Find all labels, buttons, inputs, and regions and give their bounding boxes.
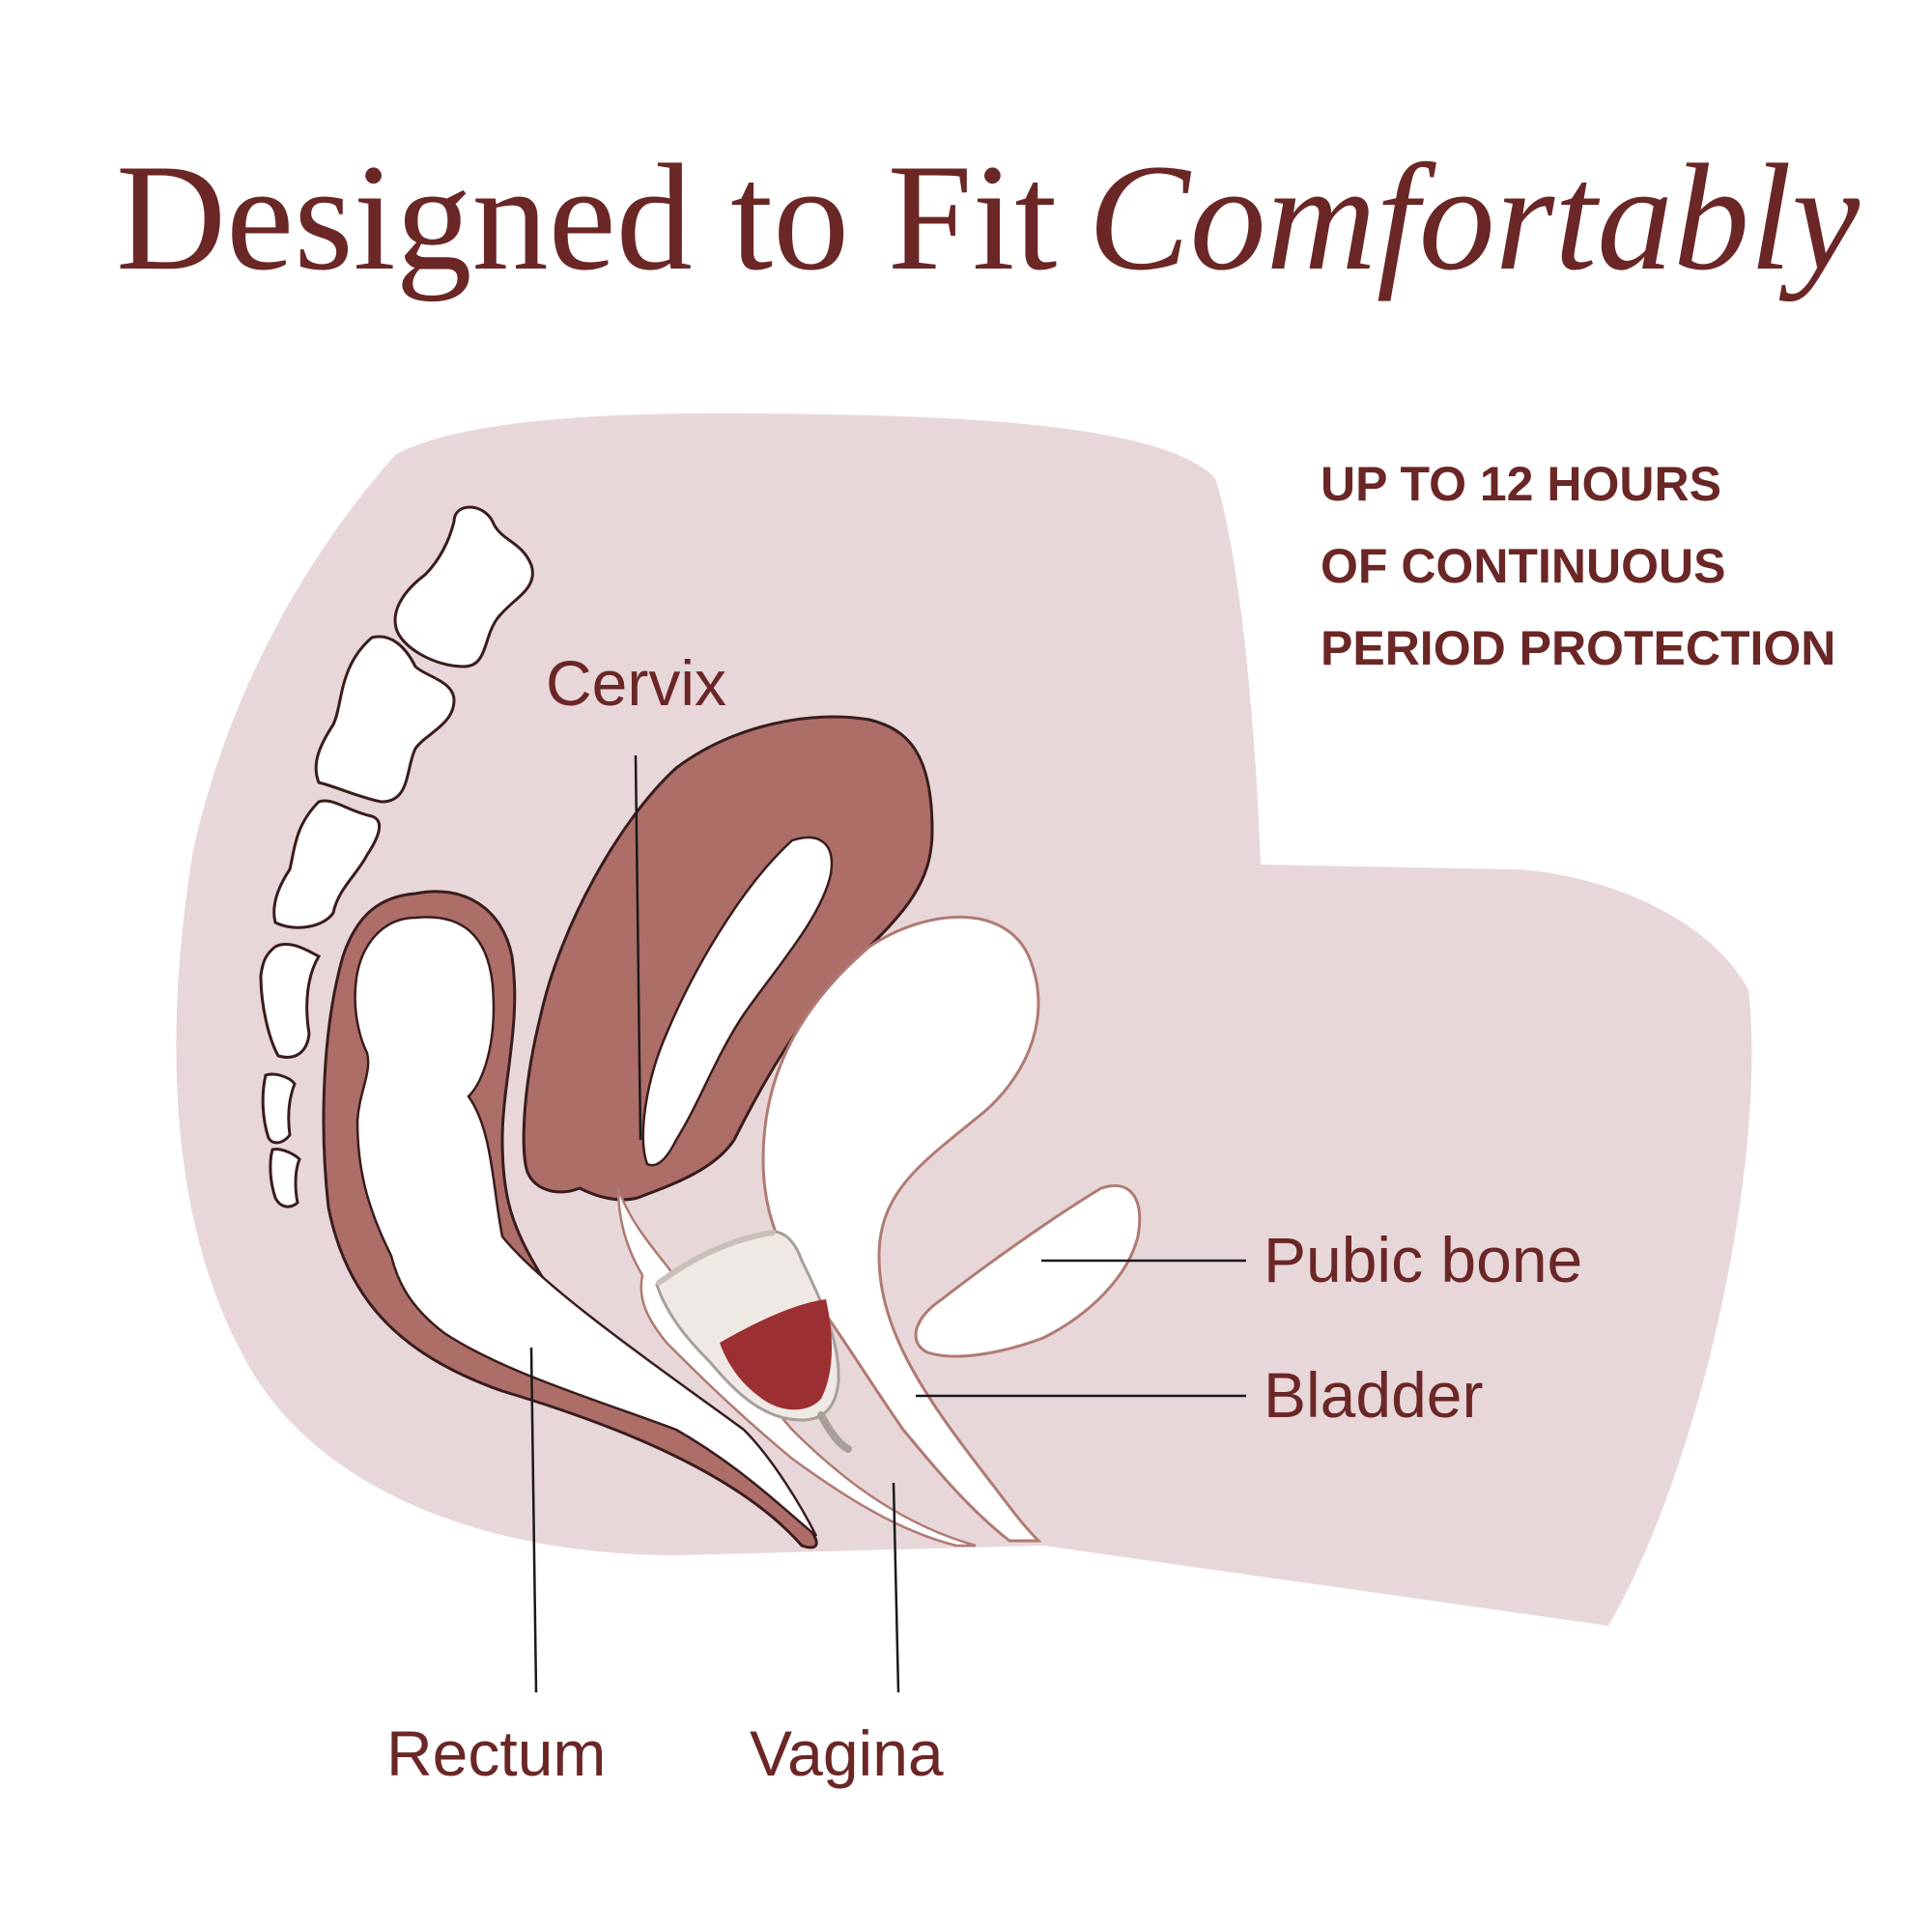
label-cervix: Cervix bbox=[546, 647, 726, 719]
tagline: UP TO 12 HOURS OF CONTINUOUS PERIOD PROT… bbox=[1321, 457, 1835, 675]
pubic-bone bbox=[914, 1184, 1142, 1358]
tagline-line-3: PERIOD PROTECTION bbox=[1321, 621, 1835, 675]
cup-rim bbox=[656, 1230, 776, 1286]
rectum-leader bbox=[529, 1347, 538, 1693]
label-bladder: Bladder bbox=[1264, 1359, 1484, 1431]
tagline-line-1: UP TO 12 HOURS bbox=[1321, 457, 1721, 511]
uterine-cavity bbox=[641, 836, 834, 1167]
label-pubic-bone: Pubic bone bbox=[1264, 1224, 1582, 1295]
title-italic: Comfortably bbox=[1088, 133, 1861, 302]
vagina-leader bbox=[892, 1482, 900, 1693]
leader-lines bbox=[529, 754, 1246, 1693]
bladder bbox=[761, 915, 1042, 1543]
cup-fluid bbox=[720, 1299, 833, 1410]
label-rectum: Rectum bbox=[386, 1718, 606, 1789]
cervix-leader bbox=[634, 754, 642, 1141]
menstrual-cup bbox=[655, 1230, 852, 1453]
page-title: Designed to Fit Comfortably bbox=[116, 133, 1861, 302]
title-regular: Designed to Fit bbox=[116, 133, 1057, 302]
tagline-line-2: OF CONTINUOUS bbox=[1321, 539, 1725, 593]
rectum-lumen bbox=[354, 916, 818, 1537]
spine-vertebrae bbox=[259, 505, 534, 1208]
label-vagina: Vagina bbox=[750, 1718, 944, 1789]
cup-stem bbox=[817, 1411, 852, 1453]
